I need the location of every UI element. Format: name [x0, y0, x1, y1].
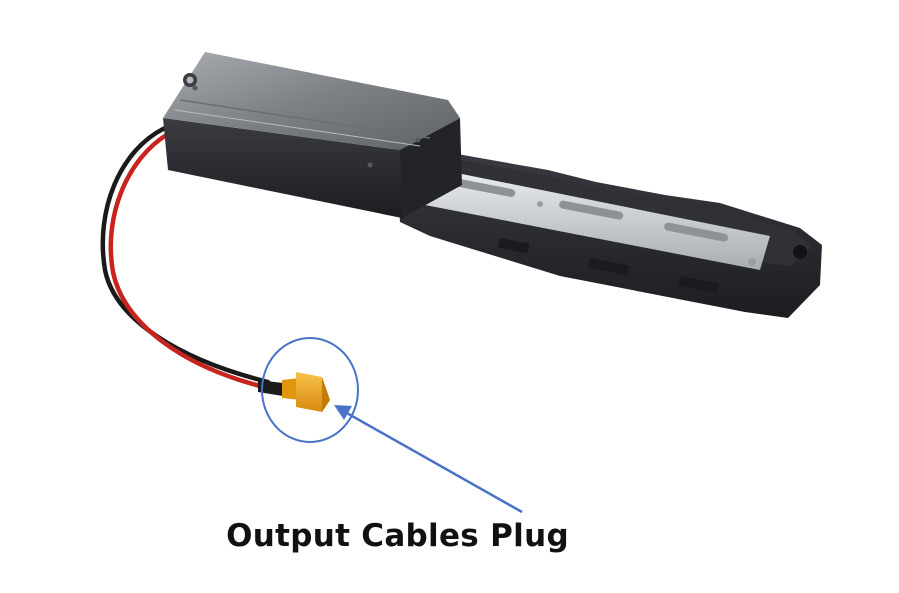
- controller-box: [163, 52, 462, 218]
- highlight-circle: [261, 337, 359, 443]
- pointer-arrow-line: [344, 410, 523, 514]
- annotation: [261, 337, 523, 514]
- caption-container: Output Cables Plug: [0, 518, 899, 554]
- caption-label: Output Cables Plug: [226, 518, 569, 554]
- output-cables: [100, 125, 283, 396]
- red-cable: [108, 131, 271, 391]
- xt60-plug: [282, 372, 330, 412]
- battery-mount-tray: [395, 143, 822, 318]
- black-cable: [100, 125, 271, 385]
- metal-lid: [163, 52, 460, 150]
- arrowhead-icon: [334, 405, 352, 420]
